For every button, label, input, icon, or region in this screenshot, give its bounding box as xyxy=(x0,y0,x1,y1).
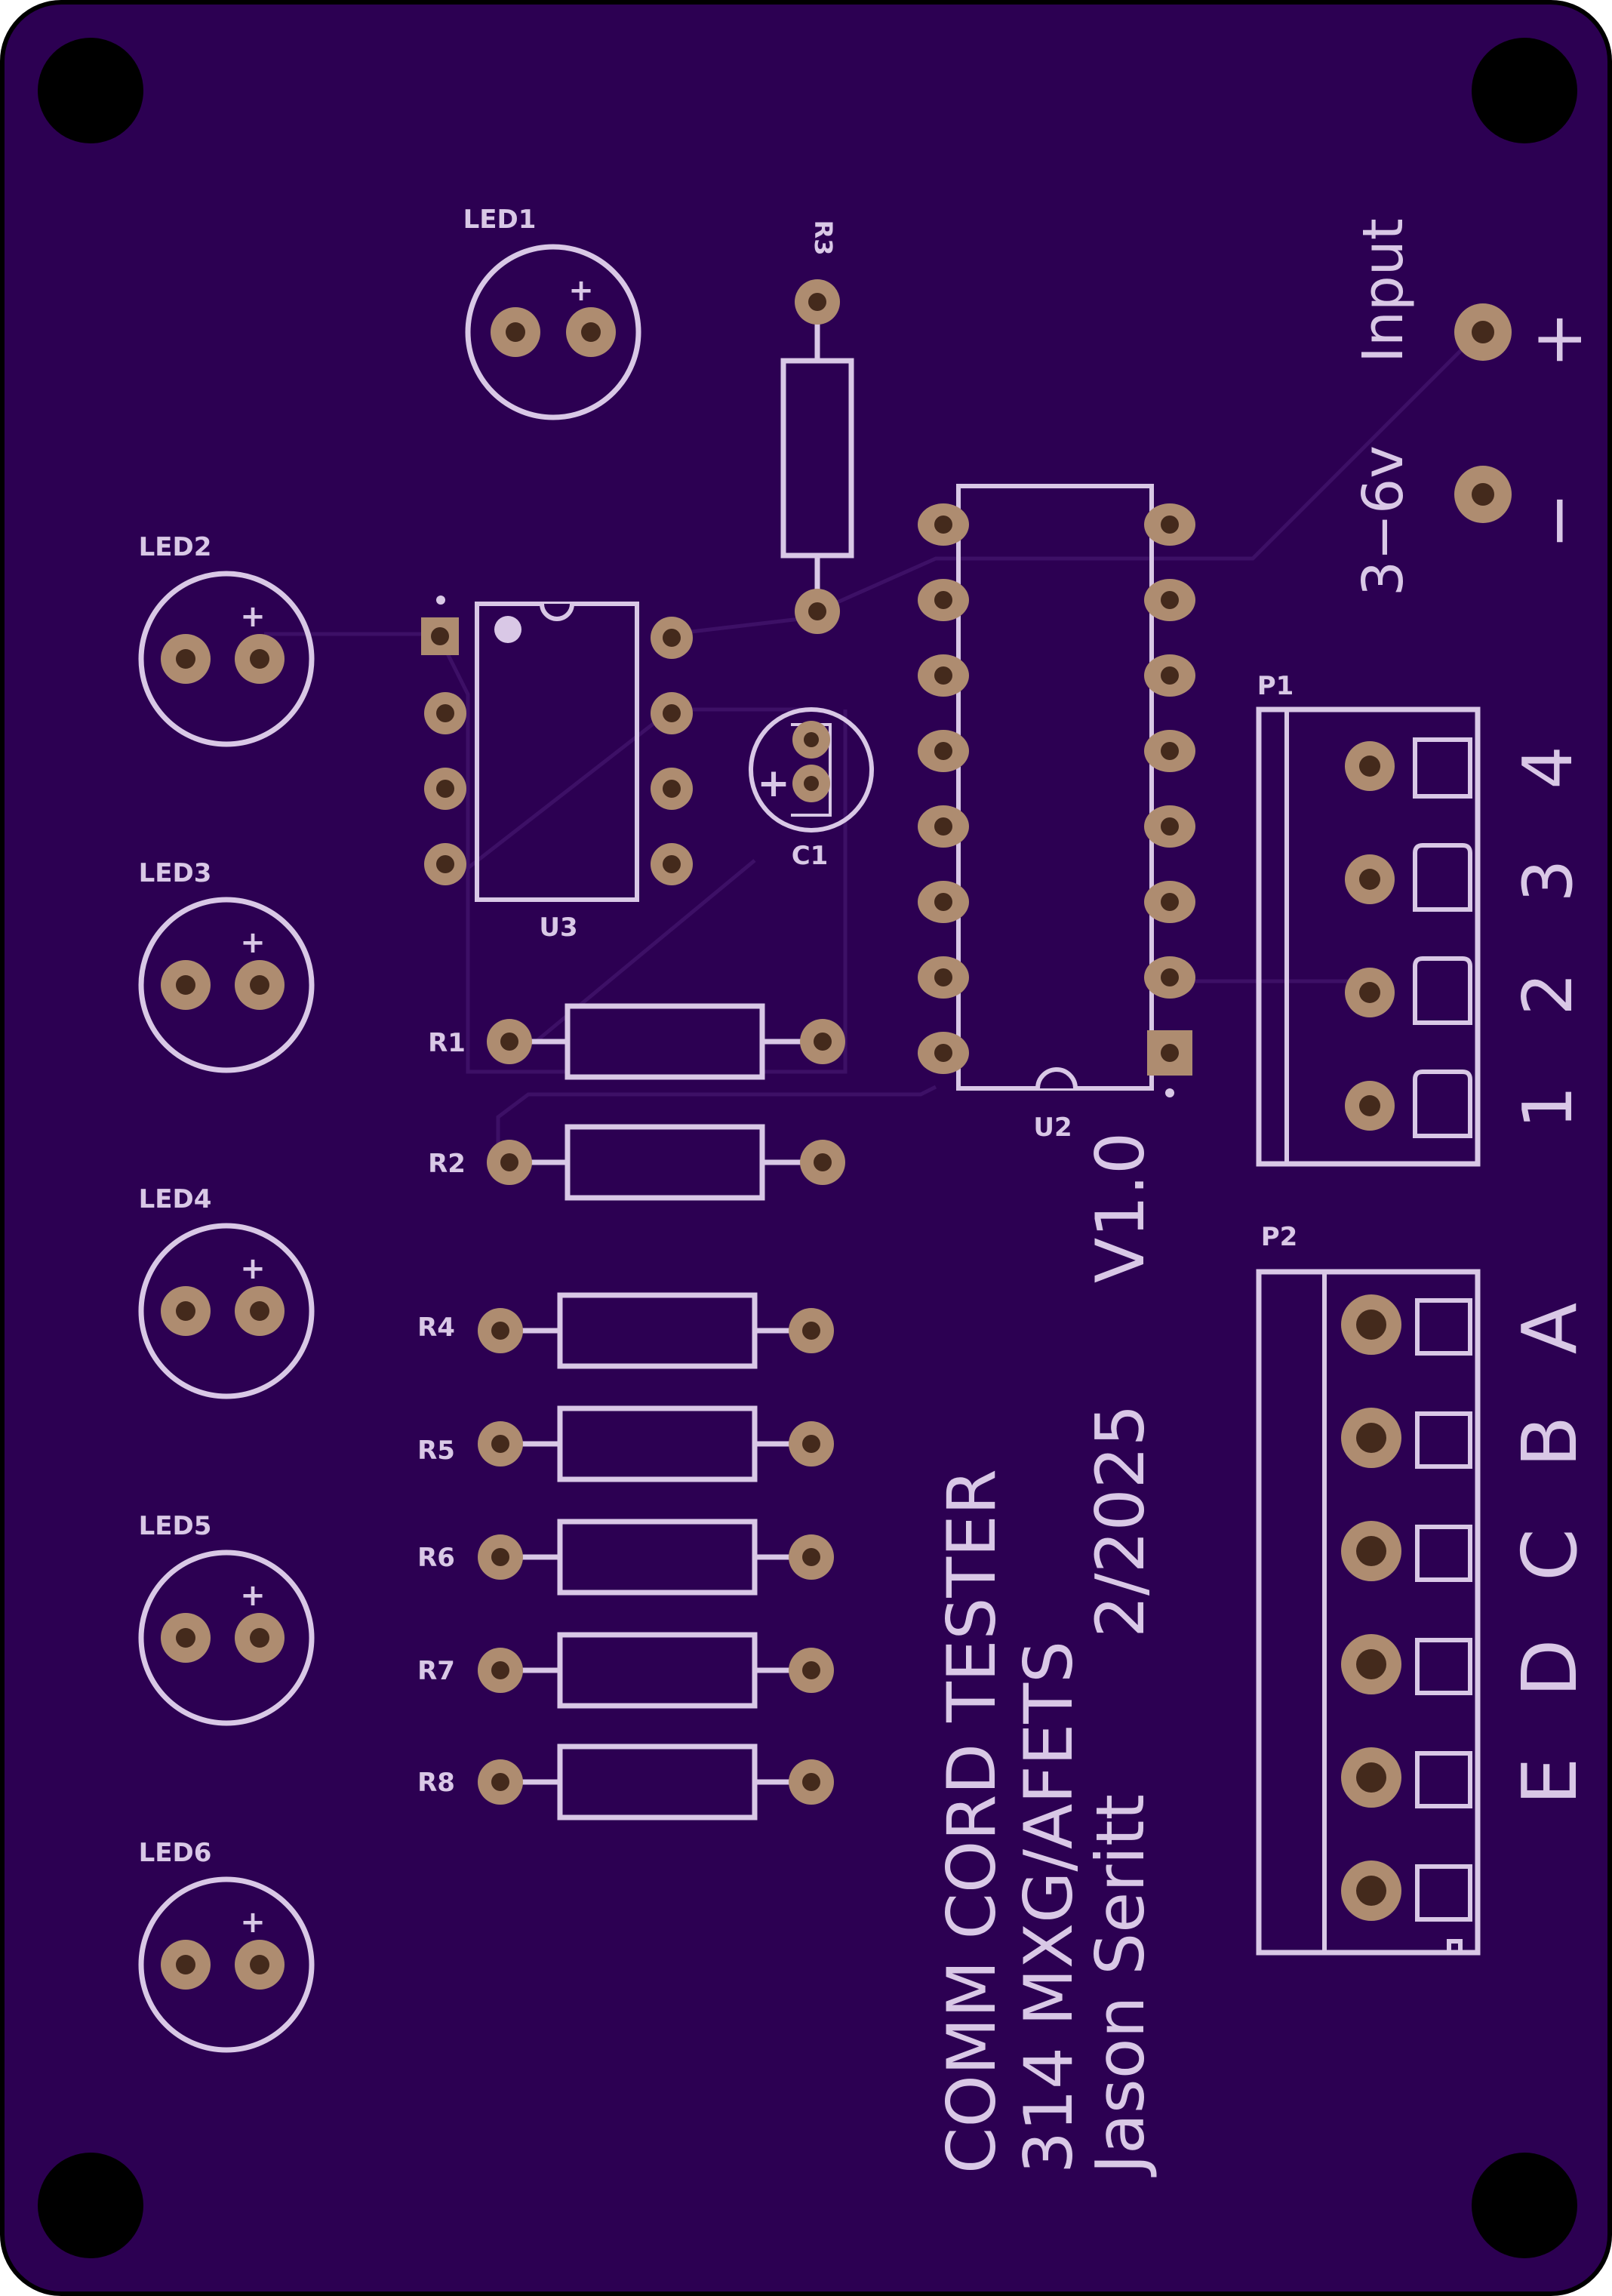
led3-plus-mark: + xyxy=(240,925,266,960)
p2-pin-a: A xyxy=(1506,1303,1594,1354)
title-line-3-version: V1.0 xyxy=(1081,1132,1159,1283)
r4-label: R4 xyxy=(417,1313,455,1343)
resistor-r5: R5 xyxy=(417,1405,834,1482)
mounting-hole-bottom-right xyxy=(1472,2153,1577,2258)
resistor-r4: R4 xyxy=(417,1292,834,1369)
title-line-3-date: 2/2025 xyxy=(1081,1404,1159,1638)
led2: + LED2 xyxy=(138,532,315,747)
power-voltage-label: 3−6v xyxy=(1351,445,1416,596)
mounting-hole-top-left xyxy=(38,38,143,143)
r5-label: R5 xyxy=(417,1436,455,1466)
led5-plus-mark: + xyxy=(240,1578,266,1613)
title-line-1: COMM CORD TESTER xyxy=(933,1469,1011,2174)
capacitor-c1: + C1 xyxy=(749,707,874,871)
p1-pin-1: 1 xyxy=(1509,1085,1588,1128)
p2-pin-b: B xyxy=(1506,1416,1594,1468)
led2-label: LED2 xyxy=(139,532,212,562)
mounting-hole-top-right xyxy=(1472,38,1577,143)
title-line-3-name: Jason Seritt xyxy=(1081,1794,1159,2178)
resistor-r8: R8 xyxy=(417,1744,834,1820)
resistor-r7: R7 xyxy=(417,1632,834,1709)
p1-pin-2: 2 xyxy=(1509,972,1588,1015)
ic-u2: U2 xyxy=(918,484,1195,1143)
power-input: + − 3−6v Input xyxy=(1351,218,1598,596)
led6-plus-mark: + xyxy=(240,1905,266,1940)
r1-label: R1 xyxy=(428,1028,466,1058)
led4-label: LED4 xyxy=(139,1184,212,1214)
r6-label: R6 xyxy=(417,1543,455,1573)
power-input-label: Input xyxy=(1351,218,1416,363)
ic-u3: U3 xyxy=(421,596,693,943)
led3-label: LED3 xyxy=(139,858,212,888)
p1-pin-3: 3 xyxy=(1509,859,1588,902)
r8-label: R8 xyxy=(417,1768,455,1798)
led6: + LED6 xyxy=(138,1838,315,2053)
power-minus-label: − xyxy=(1518,492,1598,549)
p2-label: P2 xyxy=(1261,1222,1298,1252)
r7-label: R7 xyxy=(417,1656,455,1686)
u2-right-pins xyxy=(1144,503,1195,1076)
p2-pin-c: C xyxy=(1506,1528,1594,1581)
led1-plus-mark: + xyxy=(568,273,594,308)
u3-pin1-marker xyxy=(494,616,521,643)
led4-plus-mark: + xyxy=(240,1251,266,1286)
led6-label: LED6 xyxy=(139,1838,212,1868)
mounting-hole-bottom-left xyxy=(38,2153,143,2258)
p1-label: P1 xyxy=(1257,671,1294,701)
led1: + LED1 xyxy=(463,205,641,420)
resistor-r3: R3 xyxy=(780,220,854,634)
power-plus-label: + xyxy=(1518,311,1598,368)
r3-label: R3 xyxy=(809,220,838,256)
led4: + LED4 xyxy=(138,1184,315,1399)
u2-left-pins xyxy=(918,503,969,1074)
led2-plus-mark: + xyxy=(240,599,266,634)
led5-label: LED5 xyxy=(139,1511,212,1541)
c1-plus-mark: + xyxy=(757,761,790,806)
u3-label: U3 xyxy=(539,913,577,943)
resistor-r2: R2 xyxy=(428,1124,845,1201)
resistor-r6: R6 xyxy=(417,1519,834,1596)
resistor-r1: R1 xyxy=(428,1003,845,1080)
led3: + LED3 xyxy=(138,858,315,1073)
u2-label: U2 xyxy=(1033,1113,1072,1143)
led5: + LED5 xyxy=(138,1511,315,1726)
p2-pin-d: D xyxy=(1506,1639,1594,1697)
connector-p1: P1 1 2 3 4 xyxy=(1256,671,1588,1167)
connector-p2: P2 A B C D E xyxy=(1256,1222,1594,1956)
title-block: COMM CORD TESTER 314 MXG/AFETS Jason Ser… xyxy=(933,1132,1159,2178)
r2-label: R2 xyxy=(428,1149,466,1179)
p2-pin-e: E xyxy=(1506,1757,1594,1805)
c1-label: C1 xyxy=(792,841,829,871)
title-line-2: 314 MXG/AFETS xyxy=(1010,1641,1087,2174)
led1-label: LED1 xyxy=(463,205,537,235)
p1-pin-4: 4 xyxy=(1509,746,1588,789)
